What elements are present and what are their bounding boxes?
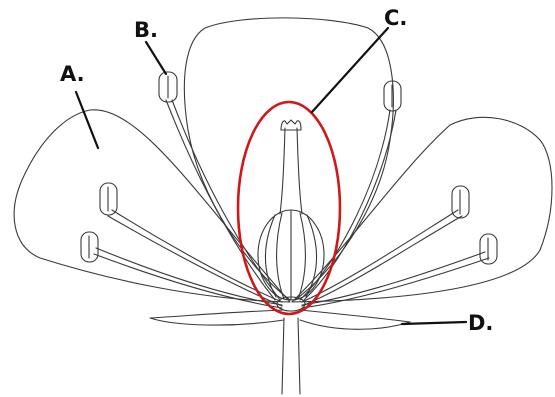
label-c: C.: [384, 8, 407, 29]
leader-line-b: [146, 42, 166, 74]
style: [280, 128, 302, 214]
anther-left-lower: [81, 232, 98, 262]
stigma: [281, 120, 301, 130]
leader-line-a: [76, 92, 98, 148]
red-ellipse-outline: [238, 102, 340, 314]
ovary-ridges: [265, 210, 316, 300]
leader-line-c: [312, 28, 388, 112]
sepal-left: [150, 310, 284, 325]
sepal-right: [300, 310, 410, 329]
petal-back: [184, 18, 393, 300]
stalk: [282, 318, 300, 394]
label-a: A.: [60, 64, 85, 85]
anther-right-upper: [452, 186, 469, 218]
anther-b: [159, 72, 177, 102]
anther-right-lower: [480, 234, 497, 264]
label-b: B.: [134, 20, 158, 41]
anther-top-right: [384, 81, 401, 111]
filament-top-right: [300, 110, 396, 300]
label-d: D.: [468, 313, 493, 334]
leader-line-d: [402, 322, 466, 324]
filament-left-lower: [94, 248, 282, 308]
anther-left-upper: [100, 183, 117, 215]
filament-left-upper: [108, 210, 282, 306]
